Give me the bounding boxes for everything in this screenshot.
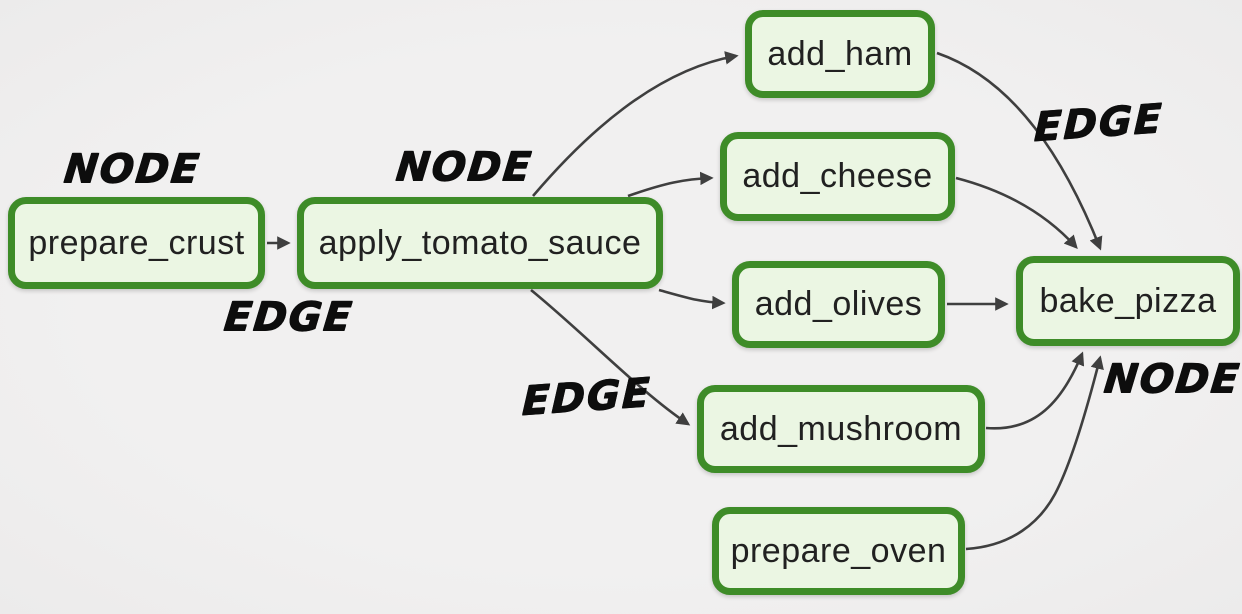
annotation-node-bake-pizza: NODE [1101,356,1242,402]
annotation-edge-ham-to-bake: EDGE [1032,95,1164,151]
edge-add_cheese-bake_pizza [955,176,1078,250]
node-label: add_olives [754,285,923,323]
node-prepare-oven: prepare_oven [712,507,965,595]
edge-prepare_oven-bake_pizza [965,355,1104,551]
node-label: bake_pizza [1039,281,1217,320]
node-label: prepare_crust [28,223,245,262]
node-add-olives: add_olives [732,261,945,348]
node-add-ham: add_ham [745,10,935,98]
node-label: add_cheese [742,157,933,195]
annotation-edge-crust-to-sauce: EDGE [221,294,356,340]
node-prepare-crust: prepare_crust [8,197,265,289]
node-add-cheese: add_cheese [720,132,955,221]
annotation-edge-sauce-to-mushroom: EDGE [520,369,652,425]
node-bake-pizza: bake_pizza [1016,256,1240,346]
edge-apply_tomato_sauce-add_cheese [627,171,714,198]
edge-apply_tomato_sauce-add_olives [658,288,726,310]
node-label: apply_tomato_sauce [318,223,642,262]
node-label: prepare_oven [730,531,947,570]
edge-add_mushroom-bake_pizza [985,351,1085,430]
node-apply-tomato-sauce: apply_tomato_sauce [297,197,663,289]
annotation-node-prepare-crust: NODE [61,146,203,192]
edge-add_ham-bake_pizza [936,51,1103,251]
edge-apply_tomato_sauce-add_ham [532,51,739,197]
node-label: add_ham [767,34,913,73]
annotation-node-apply-tomato-sauce: NODE [393,144,535,190]
node-add-mushroom: add_mushroom [697,385,985,473]
node-label: add_mushroom [719,409,963,448]
